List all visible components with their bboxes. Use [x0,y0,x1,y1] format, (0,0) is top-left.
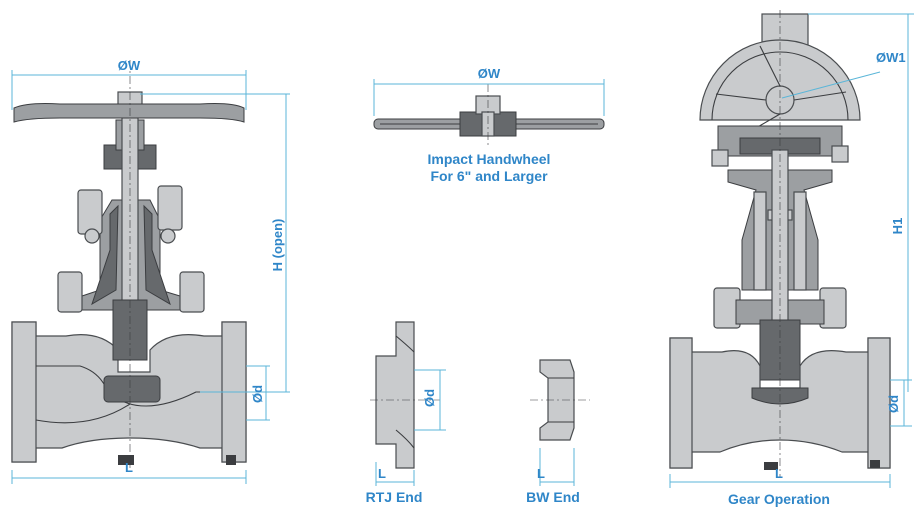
gear-l-label: L [775,466,783,481]
globe-valve-figure [11,60,247,470]
rtj-l-label: L [378,466,386,481]
bw-end-figure [530,359,590,486]
rtj-end-figure [370,321,446,486]
gear-operation-figure [669,10,891,478]
rtj-d-label: Ød [422,389,437,407]
gear-caption: Gear Operation [728,491,830,507]
impact-handwheel-figure [373,79,605,148]
globe-dimensions [11,70,290,484]
rtj-caption: RTJ End [366,489,423,505]
gear-w1-label: ØW1 [876,50,906,65]
globe-l-label: L [125,460,133,475]
globe-d-label: Ød [250,385,265,403]
gear-d-label: Ød [886,395,901,413]
impact-w-label: ØW [478,66,501,81]
globe-w-label: ØW [118,58,141,73]
gear-dimensions [669,13,914,488]
bw-caption: BW End [526,489,580,505]
bw-l-label: L [537,466,545,481]
impact-caption-line2: For 6" and Larger [430,168,548,184]
globe-h-open-label: H (open) [270,219,285,272]
gear-h1-label: H1 [890,218,905,235]
impact-caption-line1: Impact Handwheel [428,151,551,167]
